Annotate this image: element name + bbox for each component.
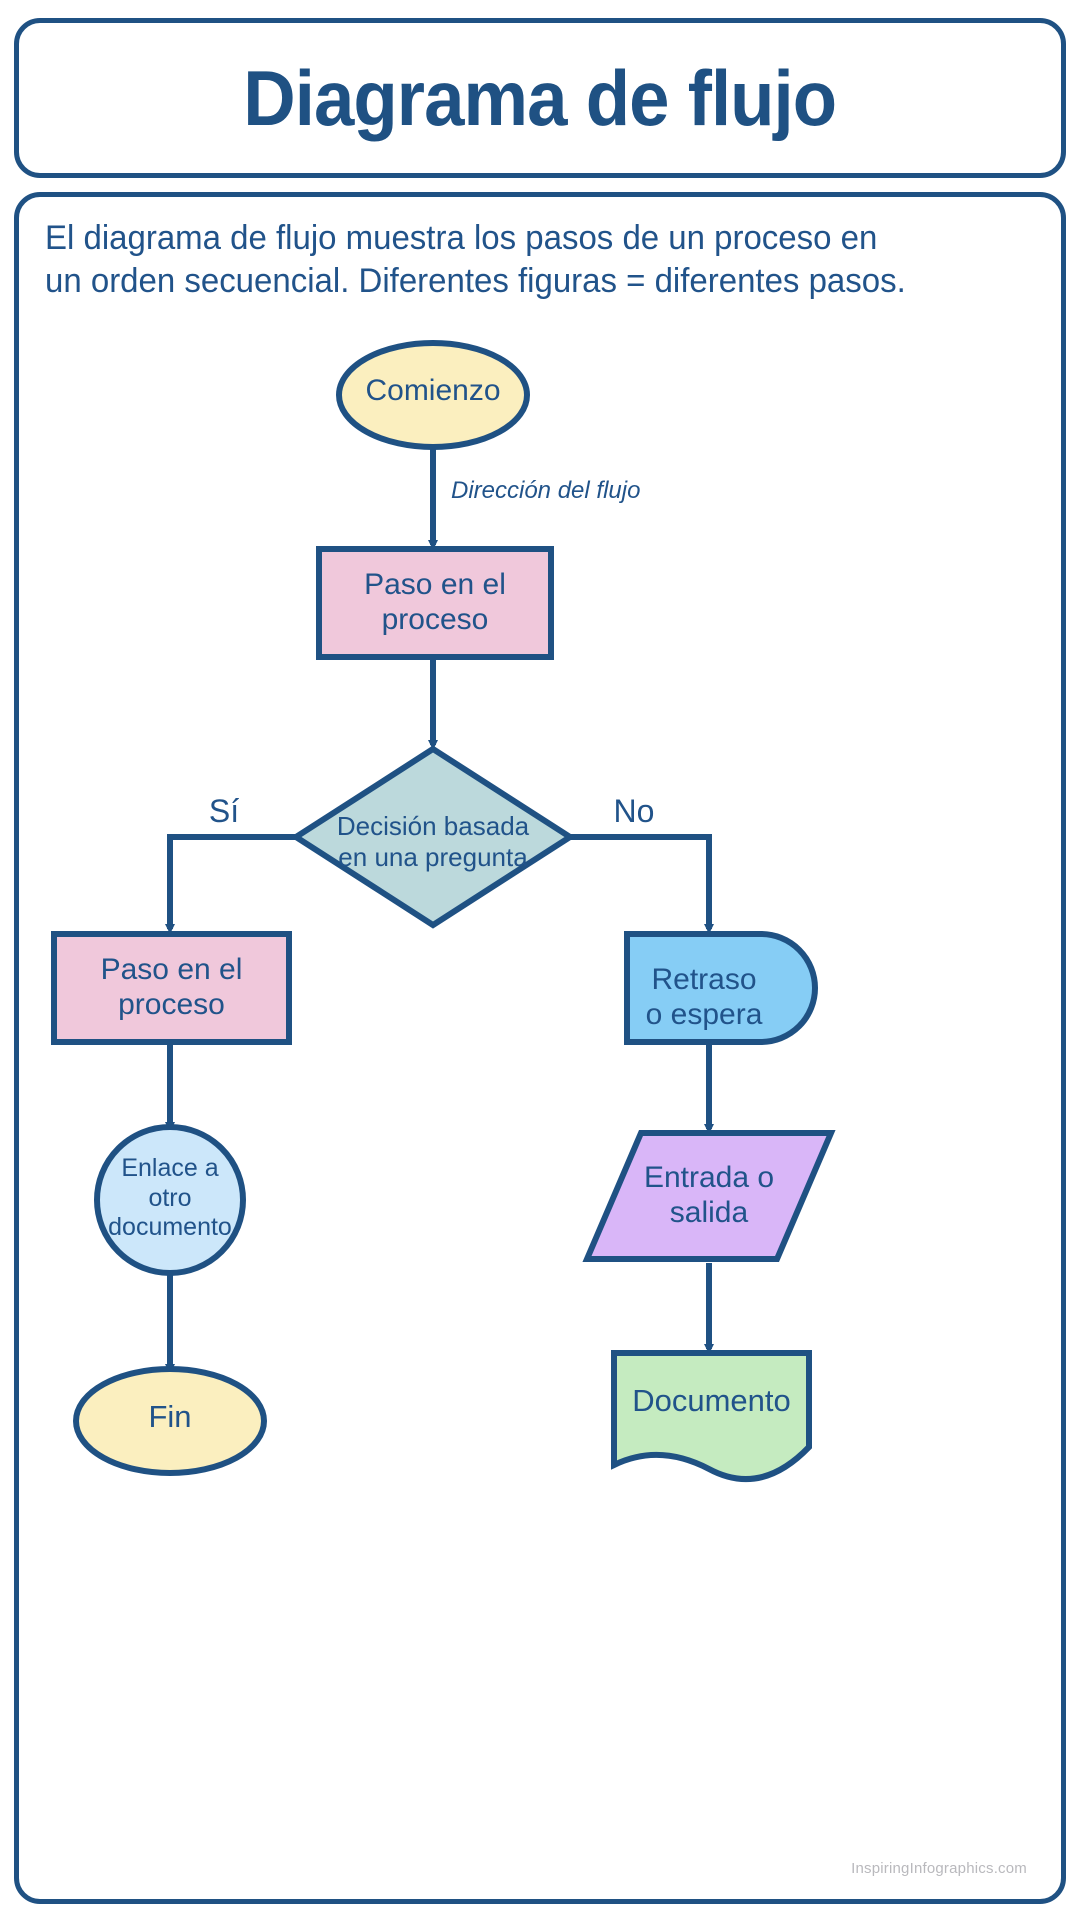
node-delay-shape <box>624 931 818 1045</box>
flowchart-canvas: Comienzo Paso en el proceso Decisión bas… <box>19 197 1061 1899</box>
intro-line-1: El diagrama de flujo muestra los pasos d… <box>45 219 878 257</box>
node-start-shape <box>336 340 530 450</box>
node-document-shape <box>611 1350 812 1483</box>
node-process1-shape <box>316 546 554 660</box>
watermark: InspiringInfographics.com <box>851 1860 1027 1877</box>
title-card: Diagrama de flujo <box>14 18 1066 178</box>
node-io-shape <box>582 1130 836 1262</box>
node-end-shape <box>73 1366 267 1476</box>
page-title: Diagrama de flujo <box>243 53 838 142</box>
node-decision-shape <box>290 745 576 929</box>
intro-paragraph: El diagrama de flujo muestra los pasos d… <box>45 217 1015 303</box>
edge-decision-to-delay <box>570 834 714 934</box>
content-card: El diagrama de flujo muestra los pasos d… <box>14 192 1066 1904</box>
node-connector-shape <box>94 1124 246 1276</box>
node-process2-shape <box>51 931 292 1045</box>
edge-decision-to-process2 <box>165 834 296 934</box>
intro-line-2: un orden secuencial. Diferentes figuras … <box>45 262 906 301</box>
